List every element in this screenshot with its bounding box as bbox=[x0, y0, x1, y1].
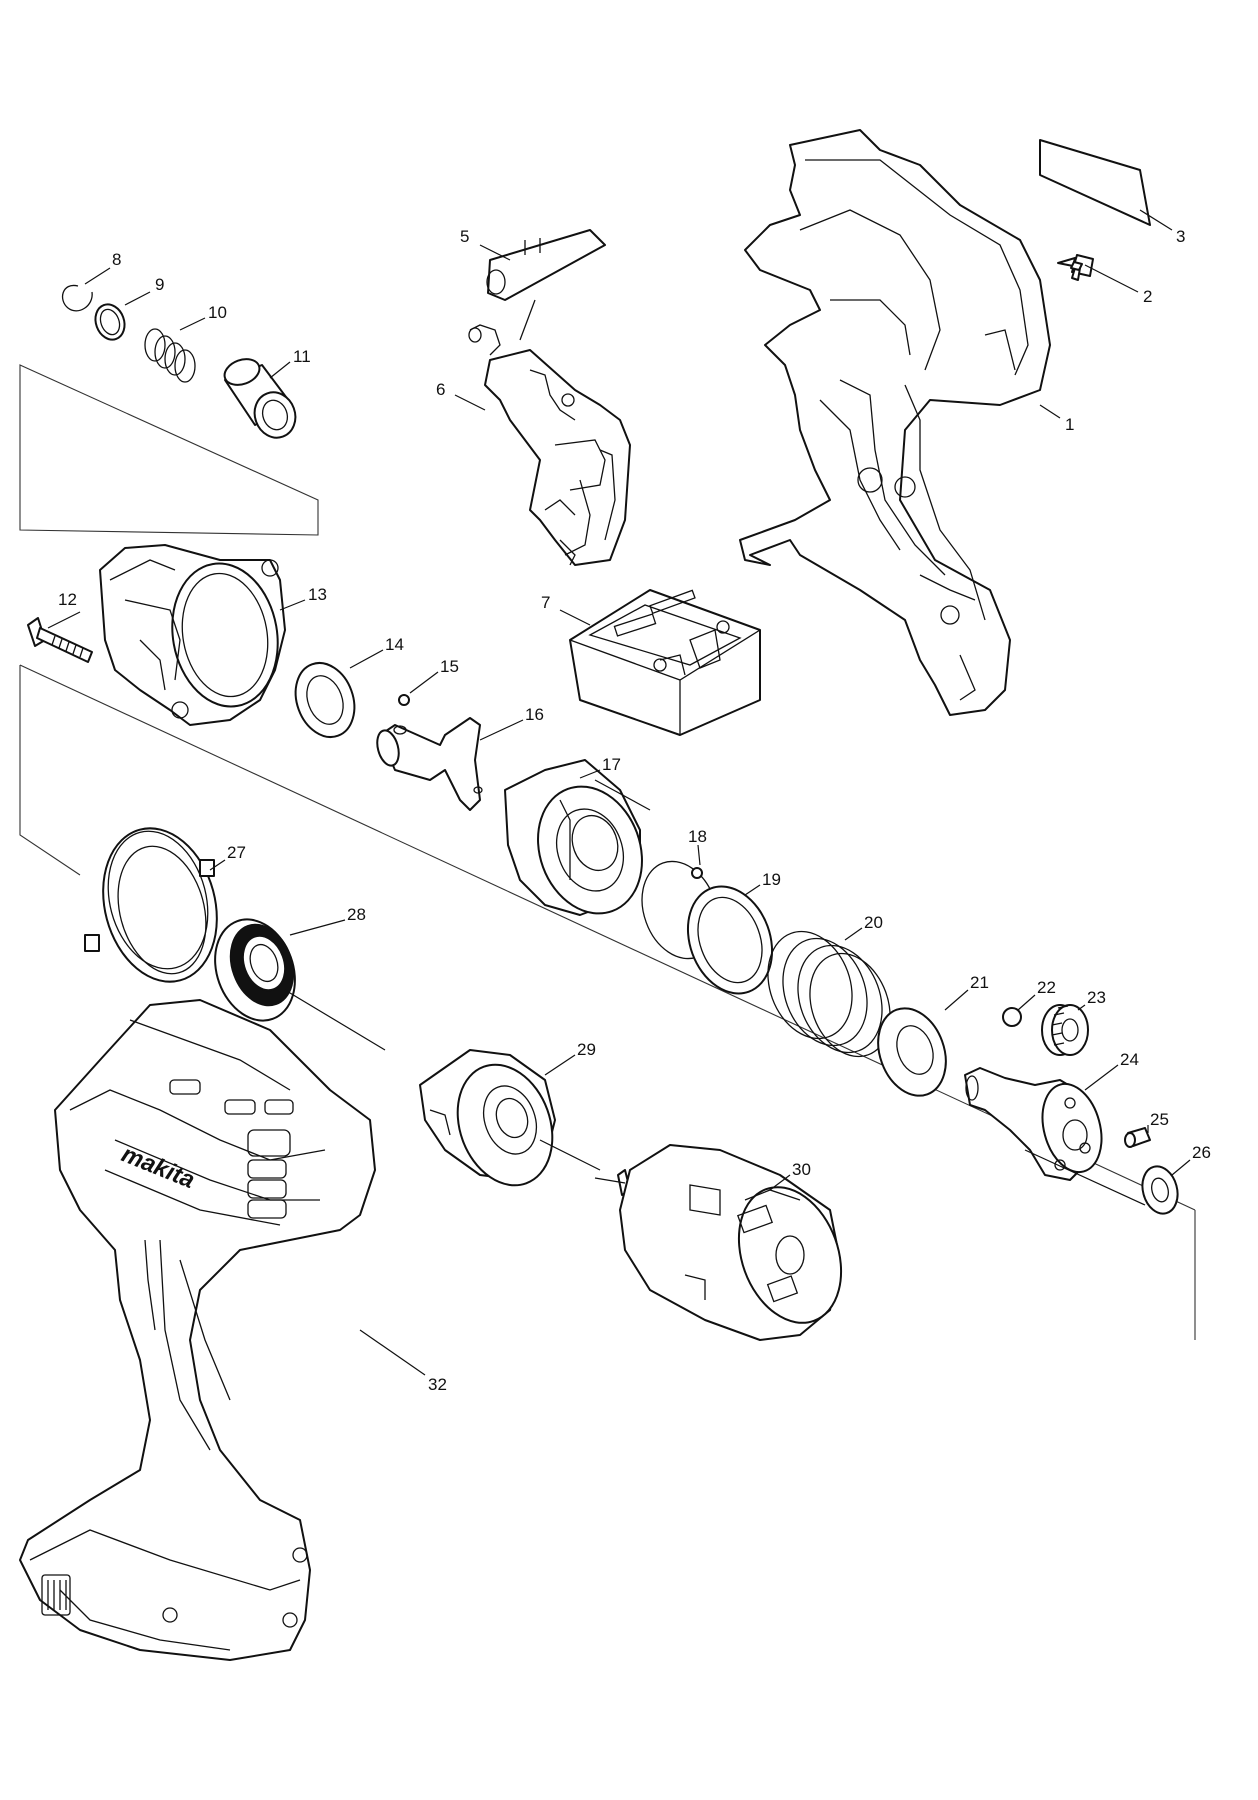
callout-1: 1 bbox=[1065, 415, 1074, 434]
part-11-sleeve bbox=[223, 358, 297, 439]
part-30-dc-motor bbox=[594, 1144, 843, 1341]
callout-20: 20 bbox=[864, 913, 883, 932]
part-16-anvil bbox=[376, 717, 483, 811]
callout-22: 22 bbox=[1037, 978, 1056, 997]
upper-group-box bbox=[19, 364, 319, 536]
part-28-ball-bearing bbox=[214, 918, 296, 1022]
callout-2: 2 bbox=[1143, 287, 1152, 306]
part-2-screw bbox=[1057, 254, 1094, 281]
callout-28: 28 bbox=[347, 905, 366, 924]
part-19-washer bbox=[686, 885, 774, 995]
part-21-washer bbox=[877, 1007, 947, 1097]
part-23-gear bbox=[1041, 1004, 1089, 1056]
callout-30: 30 bbox=[792, 1160, 811, 1179]
part-6-switch bbox=[468, 299, 631, 566]
callout-8: 8 bbox=[112, 250, 121, 269]
callout-13: 13 bbox=[308, 585, 327, 604]
part-32-housing-set: makita bbox=[19, 999, 376, 1661]
callout-18: 18 bbox=[688, 827, 707, 846]
callout-6: 6 bbox=[436, 380, 445, 399]
part-3-nameplate bbox=[1039, 139, 1151, 226]
callout-19: 19 bbox=[762, 870, 781, 889]
callout-26: 26 bbox=[1192, 1143, 1211, 1162]
part-27-ring-gear bbox=[84, 827, 218, 983]
callout-27: 27 bbox=[227, 843, 246, 862]
part-13-hammer-case bbox=[99, 544, 286, 726]
callout-5: 5 bbox=[460, 227, 469, 246]
callout-10: 10 bbox=[208, 303, 227, 322]
part-15-steel-ball bbox=[398, 694, 410, 706]
part-25-pin bbox=[1124, 1127, 1151, 1148]
callout-14: 14 bbox=[385, 635, 404, 654]
callout-32: 32 bbox=[428, 1375, 447, 1394]
callout-9: 9 bbox=[155, 275, 164, 294]
part-10-spring bbox=[144, 328, 196, 383]
callout-16: 16 bbox=[525, 705, 544, 724]
callout-3: 3 bbox=[1176, 227, 1185, 246]
callout-25: 25 bbox=[1150, 1110, 1169, 1129]
part-14-thrust-washer bbox=[294, 662, 356, 738]
part-20-compression-spring bbox=[767, 930, 891, 1058]
part-9-washer bbox=[94, 303, 126, 341]
part-29-gear-housing bbox=[419, 1049, 556, 1187]
part-12-bolt bbox=[27, 617, 93, 663]
part-26-washer bbox=[1141, 1165, 1179, 1215]
callout-11: 11 bbox=[293, 347, 311, 366]
part-17-hammer bbox=[504, 759, 643, 916]
callout-labels: 1 2 3 5 6 7 8 9 10 11 12 13 14 15 16 17 … bbox=[58, 227, 1211, 1394]
callout-23: 23 bbox=[1087, 988, 1106, 1007]
callout-17: 17 bbox=[602, 755, 621, 774]
callout-24: 24 bbox=[1120, 1050, 1139, 1069]
leader-lines bbox=[47, 209, 1191, 1376]
part-5-switch-lever bbox=[486, 229, 606, 301]
lower-group-box bbox=[19, 665, 81, 876]
part-1-housing-half bbox=[739, 129, 1051, 716]
callout-15: 15 bbox=[440, 657, 459, 676]
part-22-steel-ball bbox=[1002, 1007, 1022, 1027]
part-7-terminal-block bbox=[569, 589, 761, 736]
part-24-spindle bbox=[964, 1067, 1103, 1181]
part-8-retaining-ring bbox=[61, 284, 93, 312]
callout-7: 7 bbox=[541, 593, 550, 612]
callout-29: 29 bbox=[577, 1040, 596, 1059]
callout-12: 12 bbox=[58, 590, 77, 609]
callout-21: 21 bbox=[970, 973, 989, 992]
